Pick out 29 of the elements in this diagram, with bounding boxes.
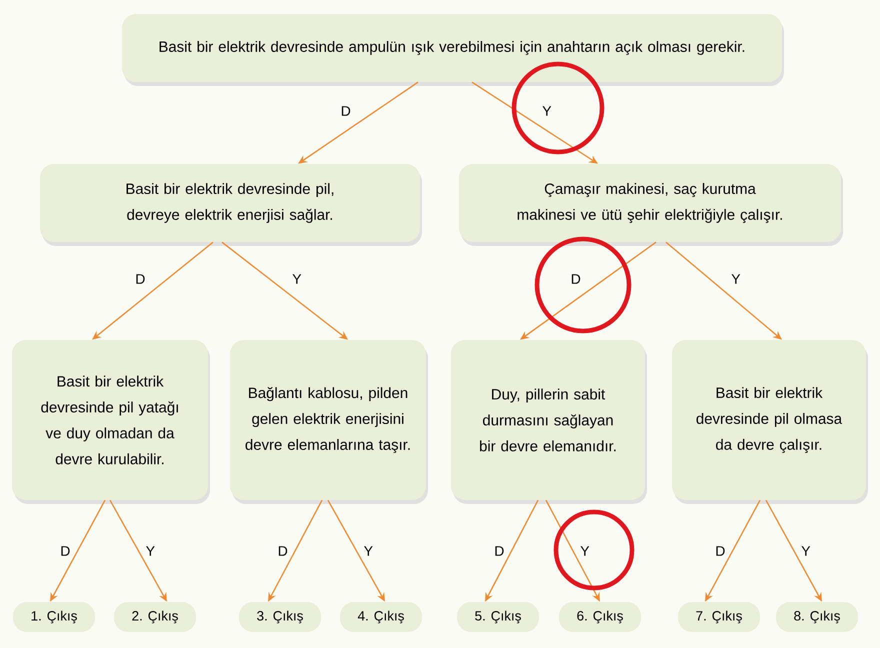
edge-label: Y <box>732 274 740 284</box>
statement-box: Basit bir elektrik devresinde pil yatağı ve duy olmadan da devre kurulabilir. <box>12 340 208 500</box>
exit-pill: 5. Çıkış <box>457 602 539 632</box>
statement-box: Basit bir elektrik devresinde pil olmasa da devre çalışır. <box>672 340 866 500</box>
exit-pill: 6. Çıkış <box>559 602 641 632</box>
exit-pill: 4. Çıkış <box>340 602 422 632</box>
edge-label: Y <box>542 106 552 116</box>
exit-pill: 7. Çıkış <box>678 602 760 632</box>
edge-label: D <box>342 106 350 116</box>
statement-box: Basit bir elektrik devresinde ampulün ışık verebilmesi için anahtarın açık olması gerekir. <box>122 14 782 82</box>
edge-label: Y <box>364 546 373 556</box>
statement-box: Çamaşır makinesi, saç kurutma makinesi ve ütü şehir elektriğiyle çalışır. <box>459 164 841 242</box>
edge-label: D <box>136 274 145 284</box>
statement-box: Duy, pillerin sabit durmasını sağlayan bir devre elemanıdır. <box>451 340 645 500</box>
edge-label: Y <box>292 274 302 284</box>
edge-label: Y <box>802 546 810 556</box>
edge-label: D <box>278 546 288 556</box>
exit-pill: 8. Çıkış <box>776 602 858 632</box>
statement-box: Basit bir elektrik devresinde pil, devreye elektrik enerjisi sağlar. <box>40 164 420 242</box>
exit-pill: 1. Çıkış <box>13 602 95 632</box>
edge-label: D <box>716 546 725 556</box>
edge-label: Y <box>146 546 155 556</box>
statement-box: Bağlantı kablosu, pilden gelen elektrik enerjisini devre elemanlarına taşır. <box>230 340 426 500</box>
exit-pill: 2. Çıkış <box>114 602 196 632</box>
exit-pill: 3. Çıkış <box>239 602 321 632</box>
edge-label: D <box>495 546 504 556</box>
edge-label: D <box>61 546 70 556</box>
edge-label: D <box>572 274 580 284</box>
edge-label: Y <box>580 546 590 556</box>
